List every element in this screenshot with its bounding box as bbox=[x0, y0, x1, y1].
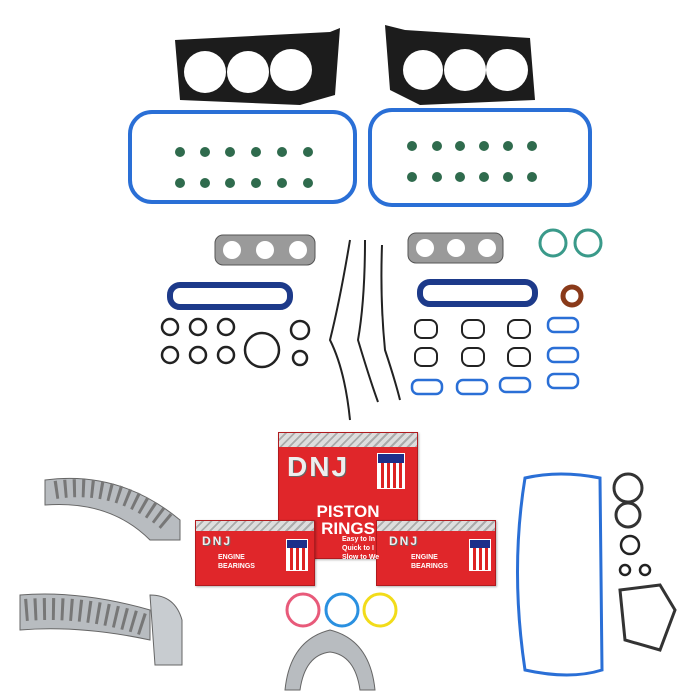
valve-cover-gasket-right bbox=[368, 108, 592, 207]
main-bearings bbox=[44, 477, 181, 541]
valve-stem-seals bbox=[175, 141, 537, 188]
bearings-title: ENGINE BEARINGS bbox=[411, 554, 448, 570]
bearings-title: ENGINE BEARINGS bbox=[218, 554, 255, 570]
brand-logo: DNJ bbox=[287, 451, 350, 482]
head-gasket-right bbox=[385, 25, 535, 105]
water-pump-gasket bbox=[618, 583, 677, 652]
piston-rings-box: DNJ PISTON RINGS bbox=[278, 432, 418, 559]
rod-bearings bbox=[19, 593, 183, 666]
piston-title: PISTON RINGS bbox=[316, 502, 380, 538]
green-o-rings bbox=[538, 228, 603, 258]
small-blue-gaskets bbox=[410, 316, 580, 396]
timing-cover-gaskets bbox=[328, 239, 401, 421]
piston-box-tagline: Easy to In Quick to I Slow to We bbox=[342, 536, 380, 561]
valve-cover-gasket-left bbox=[128, 110, 357, 204]
head-gasket-left bbox=[175, 28, 340, 105]
engine-bearings-box-left: DNJ ENGINE BEARINGS bbox=[195, 520, 315, 586]
thrust-washer bbox=[284, 629, 376, 691]
oil-pan-gasket bbox=[516, 472, 604, 677]
piston-ring-sets bbox=[285, 592, 398, 628]
rear-main-seal bbox=[612, 472, 644, 529]
front-seal bbox=[560, 284, 584, 308]
o-rings bbox=[160, 317, 652, 577]
engine-bearings-box-right: DNJ ENGINE BEARINGS bbox=[376, 520, 496, 586]
intake-manifold-gaskets bbox=[167, 279, 538, 310]
eagle-flag-logo bbox=[377, 453, 405, 489]
